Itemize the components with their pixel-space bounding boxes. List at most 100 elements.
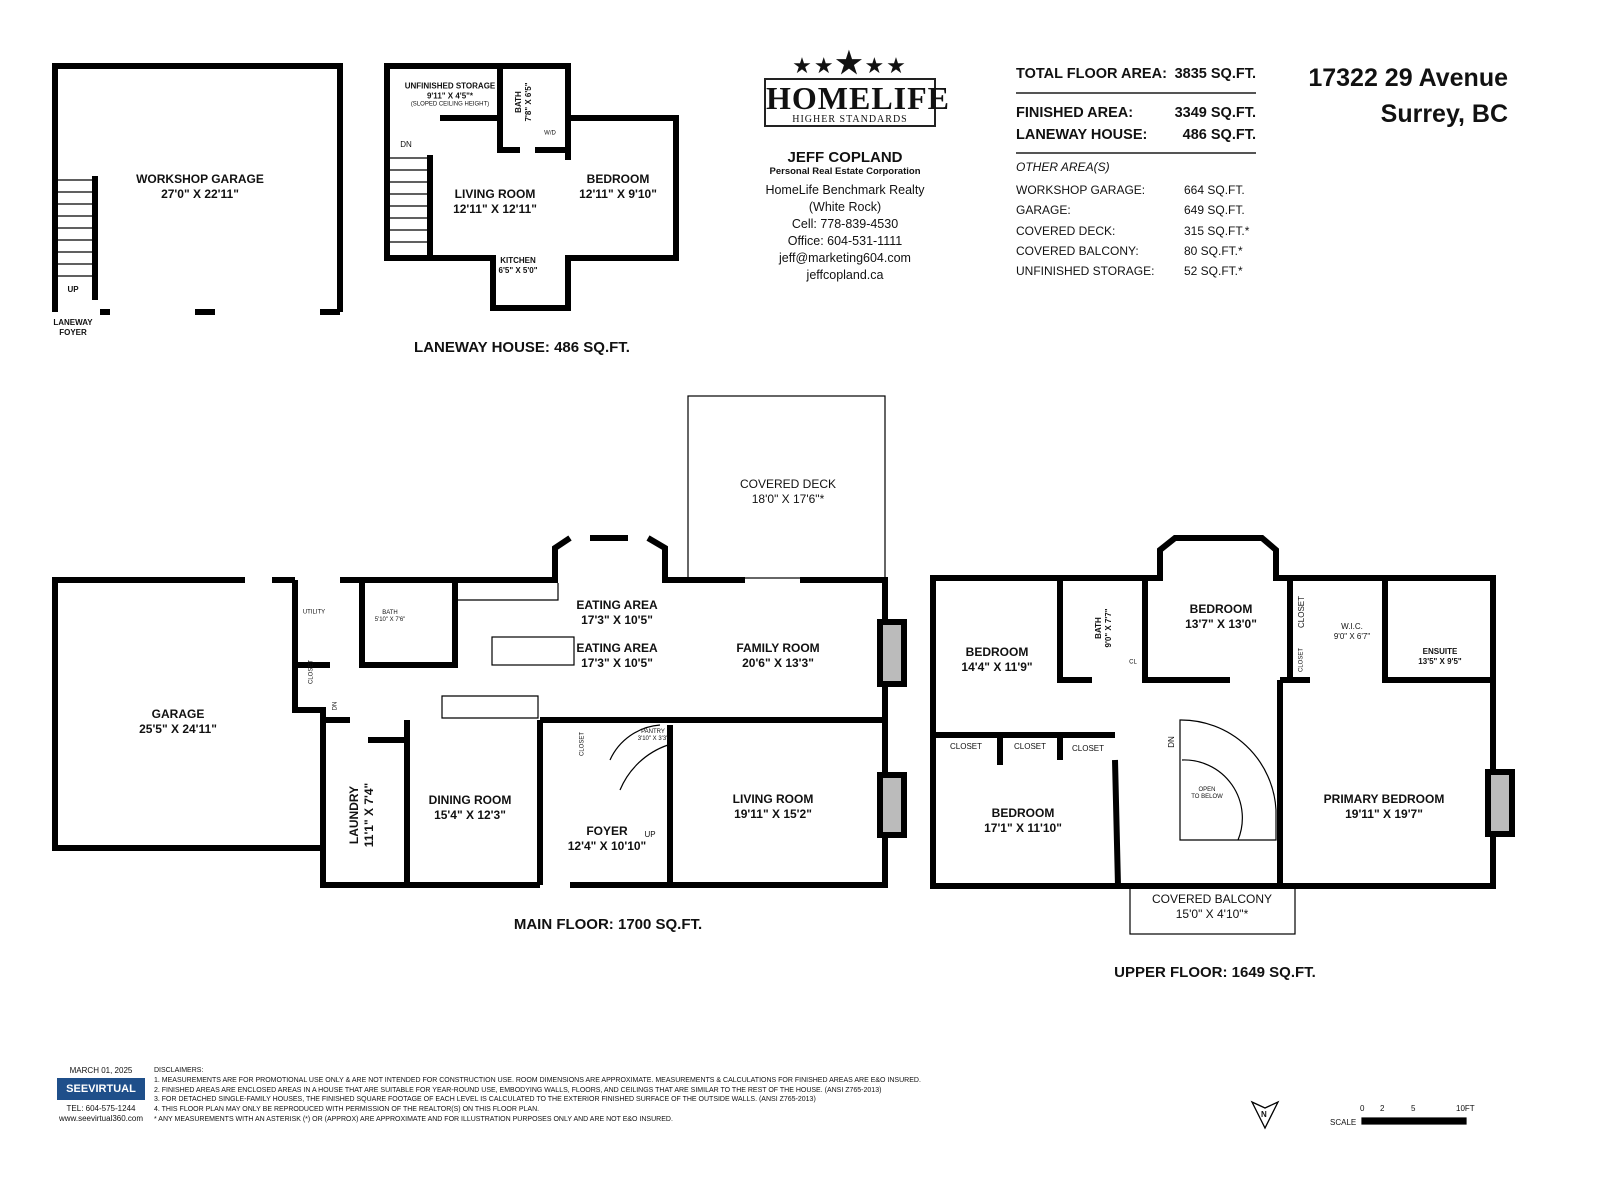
upper-stairs: [1179, 719, 1277, 841]
main-floor-caption: MAIN FLOOR: 1700 SQ.FT.: [513, 916, 703, 933]
room-dims: 20'6" X 13'3": [742, 656, 814, 670]
up-label: UP: [644, 830, 656, 839]
value: 80 SQ.FT.*: [1184, 244, 1243, 259]
room-note: (SLOPED CEILING HEIGHT): [410, 101, 490, 108]
covered-balcony-outline: [1129, 885, 1296, 935]
divider: [1016, 152, 1256, 154]
address-line2: Surrey, BC: [1380, 100, 1508, 128]
company-website[interactable]: www.seevirtual360.com: [58, 1114, 144, 1123]
other-areas-title: OTHER AREA(S): [1016, 160, 1110, 174]
stars-icon: ★★★★★: [792, 47, 908, 80]
label: LANEWAY HOUSE:: [1016, 127, 1148, 143]
value: 486 SQ.FT.: [1182, 127, 1256, 143]
upper-floor-interior-walls: [933, 578, 1493, 887]
upper-floor-caption: UPPER FLOOR: 1649 SQ.FT.: [1114, 964, 1316, 981]
closet-label: CLOSET: [308, 659, 315, 685]
room-name: LAUNDRY: [347, 785, 361, 845]
workshop-stairs: [58, 179, 95, 277]
value: 664 SQ.FT.: [1184, 183, 1245, 198]
room-dims: 25'5" X 24'11": [139, 722, 217, 736]
room-name: BATH: [1094, 617, 1103, 639]
scale-tick: 2: [1380, 1104, 1385, 1113]
label: UNFINISHED STORAGE:: [1016, 264, 1155, 279]
room-name: FAMILY ROOM: [736, 641, 820, 655]
room-dims: 9'0" X 6'7": [1333, 632, 1371, 641]
label: OPEN: [1198, 787, 1216, 793]
disclaimer-item: 1. MEASUREMENTS ARE FOR PROMOTIONAL USE …: [154, 1076, 921, 1084]
finished-area-row: FINISHED AREA:3349 SQ.FT.: [1016, 102, 1256, 124]
fireplace-primary: [1485, 769, 1515, 837]
company-name: SEEVIRTUAL: [66, 1083, 136, 1095]
label: TO BELOW: [1191, 794, 1223, 800]
value: 3349 SQ.FT.: [1174, 105, 1256, 121]
scale-bar: [1361, 1117, 1467, 1125]
logo-brand: HOMELIFE: [766, 80, 951, 116]
north-arrow-icon: N: [1250, 1098, 1280, 1137]
company-tel: TEL: 604-575-1244: [66, 1104, 136, 1113]
agent-email[interactable]: jeff@marketing604.com: [779, 251, 911, 265]
room-name: WORKSHOP GARAGE: [136, 172, 264, 186]
label: COVERED DECK:: [1016, 223, 1116, 238]
closet-label: CLOSET: [949, 742, 983, 751]
agent-name: JEFF COPLAND: [787, 149, 903, 166]
room-name: PRIMARY BEDROOM: [1323, 792, 1445, 806]
laneway-walls: [384, 63, 679, 311]
other-area-row: COVERED DECK: 315 SQ.FT.*: [1016, 221, 1256, 241]
room-name: COVERED DECK: [739, 477, 837, 491]
fireplace-living: [877, 772, 907, 838]
room-name: GARAGE: [151, 707, 205, 721]
agent-cell: Cell: 778-839-4530: [791, 217, 899, 231]
room-name: KITCHEN: [500, 256, 536, 265]
dn-label: DN: [332, 701, 339, 711]
scale-tick: 5: [1411, 1104, 1416, 1113]
closet-label: CLOSET: [1013, 742, 1047, 751]
room-name: DINING ROOM: [428, 793, 512, 807]
laneway-area-row: LANEWAY HOUSE: 486 SQ.FT.: [1016, 124, 1256, 146]
address-line1: 17322 29 Avenue: [1308, 64, 1508, 92]
value: 3835 SQ.FT.: [1174, 66, 1256, 82]
value: 315 SQ.FT.*: [1184, 223, 1250, 238]
room-dims: 13'7" X 13'0": [1185, 617, 1257, 631]
room-name: BEDROOM: [965, 645, 1029, 659]
room-dims: 17'1" X 11'10": [984, 821, 1062, 835]
laneway-stairs: [390, 157, 428, 243]
other-area-row: COVERED BALCONY:80 SQ.FT.*: [1016, 241, 1256, 261]
foyer-closet-label: CLOSET: [579, 731, 586, 757]
label: TOTAL FLOOR AREA:: [1016, 66, 1167, 82]
dn-label: DN: [400, 140, 412, 149]
room-dims: 11'1" X 7'4": [362, 782, 376, 848]
room-dims: 3'10" X 3'3": [637, 736, 669, 742]
kitchen-counter: [441, 583, 559, 719]
room-dims: 18'0" X 17'6"*: [751, 492, 825, 506]
main-floor-interior-walls: [298, 580, 885, 885]
disclaimer-item: 2. FINISHED AREAS ARE ENCLOSED AREAS IN …: [154, 1086, 882, 1094]
other-area-row: UNFINISHED STORAGE:52 SQ.FT.*: [1016, 261, 1256, 281]
disclaimer-item: 3. FOR DETACHED SINGLE-FAMILY HOUSES, TH…: [154, 1096, 816, 1104]
laneway-interior-walls: [427, 66, 571, 255]
north-label: N: [1261, 1110, 1267, 1119]
room-dims: 9'11" X 4'5"*: [426, 91, 474, 101]
agent-corp: Personal Real Estate Corporation: [769, 166, 921, 177]
room-dims: 12'4" X 10'10": [567, 839, 647, 853]
room-name: BEDROOM: [586, 172, 650, 186]
agent-website[interactable]: jeffcopland.ca: [806, 268, 884, 282]
other-area-row: GARAGE:649 SQ.FT.: [1016, 200, 1256, 220]
room-dims: 5'10" X 7'6": [374, 617, 406, 623]
room-dims: 15'4" X 12'3": [434, 808, 506, 822]
room-dims: 27'0" X 22'11": [161, 187, 239, 201]
